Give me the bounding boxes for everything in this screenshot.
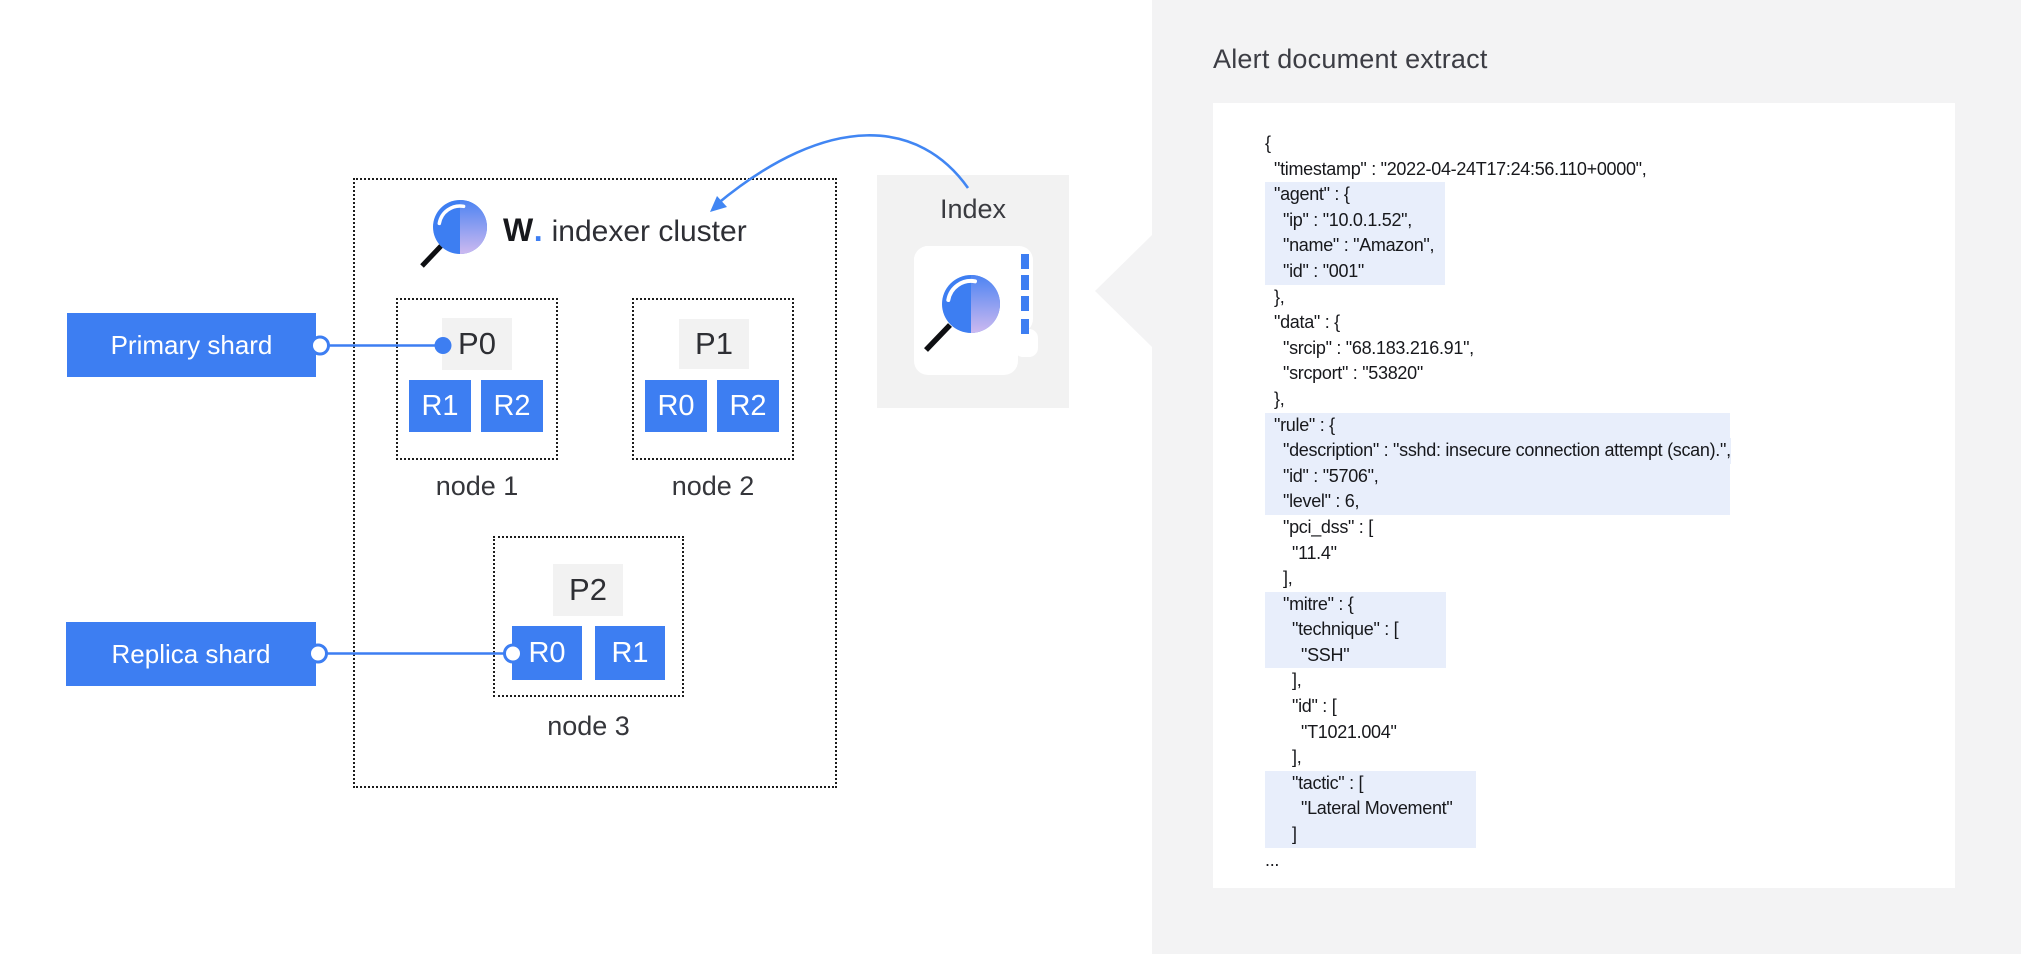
cluster-title-text: indexer cluster (551, 215, 747, 248)
json-line-highlighted: "Lateral Movement" (1265, 796, 1476, 823)
json-line-highlighted: ] (1265, 822, 1476, 848)
json-line-highlighted: "id" : "001" (1265, 258, 1445, 285)
replica-row: R1 R2 (409, 380, 543, 432)
index-dash-icon (1021, 319, 1029, 334)
json-line: "id" : [ (1292, 696, 1337, 717)
magnifier-icon (420, 200, 487, 268)
primary-shard-legend: Primary shard (67, 313, 316, 377)
primary-shard-box: P0 (442, 318, 512, 370)
replica-row: R0 R2 (645, 380, 779, 432)
magnifier-icon (924, 275, 1000, 352)
panel-pointer-triangle (1095, 235, 1152, 347)
alert-document-card: {"timestamp" : "2022-04-24T17:24:56.110+… (1213, 103, 1955, 888)
json-line: "T1021.004" (1301, 721, 1397, 742)
alert-panel-title: Alert document extract (1213, 44, 1488, 74)
json-line-highlighted: "mitre" : { (1265, 591, 1446, 618)
replica-shard-legend: Replica shard (66, 622, 316, 686)
cluster-title: W.indexer cluster (503, 212, 747, 249)
json-line-highlighted: "rule" : { (1265, 412, 1730, 439)
replica-shard-box: R1 (595, 626, 665, 680)
json-document: {"timestamp" : "2022-04-24T17:24:56.110+… (1265, 131, 1731, 873)
replica-shard-box: R0 (645, 380, 707, 432)
json-line-highlighted: "level" : 6, (1265, 489, 1730, 515)
index-dash-icon (1021, 275, 1029, 290)
json-line: }, (1274, 286, 1285, 307)
brand-letter: W (503, 212, 534, 248)
indexer-cluster-box (353, 178, 837, 788)
json-line: "timestamp" : "2022-04-24T17:24:56.110+0… (1274, 158, 1647, 179)
json-line: }, (1274, 388, 1285, 409)
replica-shard-box: R1 (409, 380, 471, 432)
node-3-box: P2 R0 R1 (493, 536, 684, 697)
brand-dot: . (533, 212, 543, 248)
primary-shard-box: P1 (679, 319, 749, 369)
json-line: ], (1292, 747, 1302, 768)
node-2-label: node 2 (671, 471, 755, 501)
json-line-highlighted: "SSH" (1265, 642, 1446, 669)
json-line: "srcip" : "68.183.216.91", (1283, 337, 1474, 358)
node-1-box: P0 R1 R2 (396, 298, 558, 460)
node-1-label: node 1 (435, 471, 519, 501)
node-3-label: node 3 (547, 711, 630, 741)
json-line: ... (1265, 849, 1280, 870)
json-line: "srcport" : "53820" (1283, 363, 1423, 384)
replica-row: R0 R1 (512, 626, 665, 680)
json-line-highlighted: "ip" : "10.0.1.52", (1265, 207, 1445, 234)
json-line-highlighted: "agent" : { (1265, 182, 1445, 208)
replica-shard-box: R2 (717, 380, 779, 432)
replica-shard-box: R0 (512, 626, 582, 680)
json-line: ], (1283, 568, 1293, 589)
replica-shard-box: R2 (481, 380, 543, 432)
json-line: "data" : { (1274, 312, 1340, 333)
json-line-highlighted: "description" : "sshd: insecure connecti… (1265, 438, 1731, 464)
index-dash-icon (1021, 296, 1029, 311)
json-line: { (1265, 133, 1271, 153)
json-line: ], (1292, 670, 1302, 691)
index-dash-icon (1021, 254, 1029, 269)
json-line: "11.4" (1292, 542, 1337, 563)
index-label: Index (939, 194, 1007, 224)
json-line-highlighted: "technique" : [ (1265, 617, 1446, 643)
primary-shard-box: P2 (553, 564, 623, 616)
json-line-highlighted: "id" : "5706", (1265, 463, 1730, 490)
json-line-highlighted: "name" : "Amazon", (1265, 233, 1445, 259)
json-line: "pci_dss" : [ (1283, 516, 1373, 537)
json-line-highlighted: "tactic" : [ (1265, 770, 1476, 797)
index-box: Index (877, 175, 1069, 408)
node-2-box: P1 R0 R2 (632, 298, 794, 460)
